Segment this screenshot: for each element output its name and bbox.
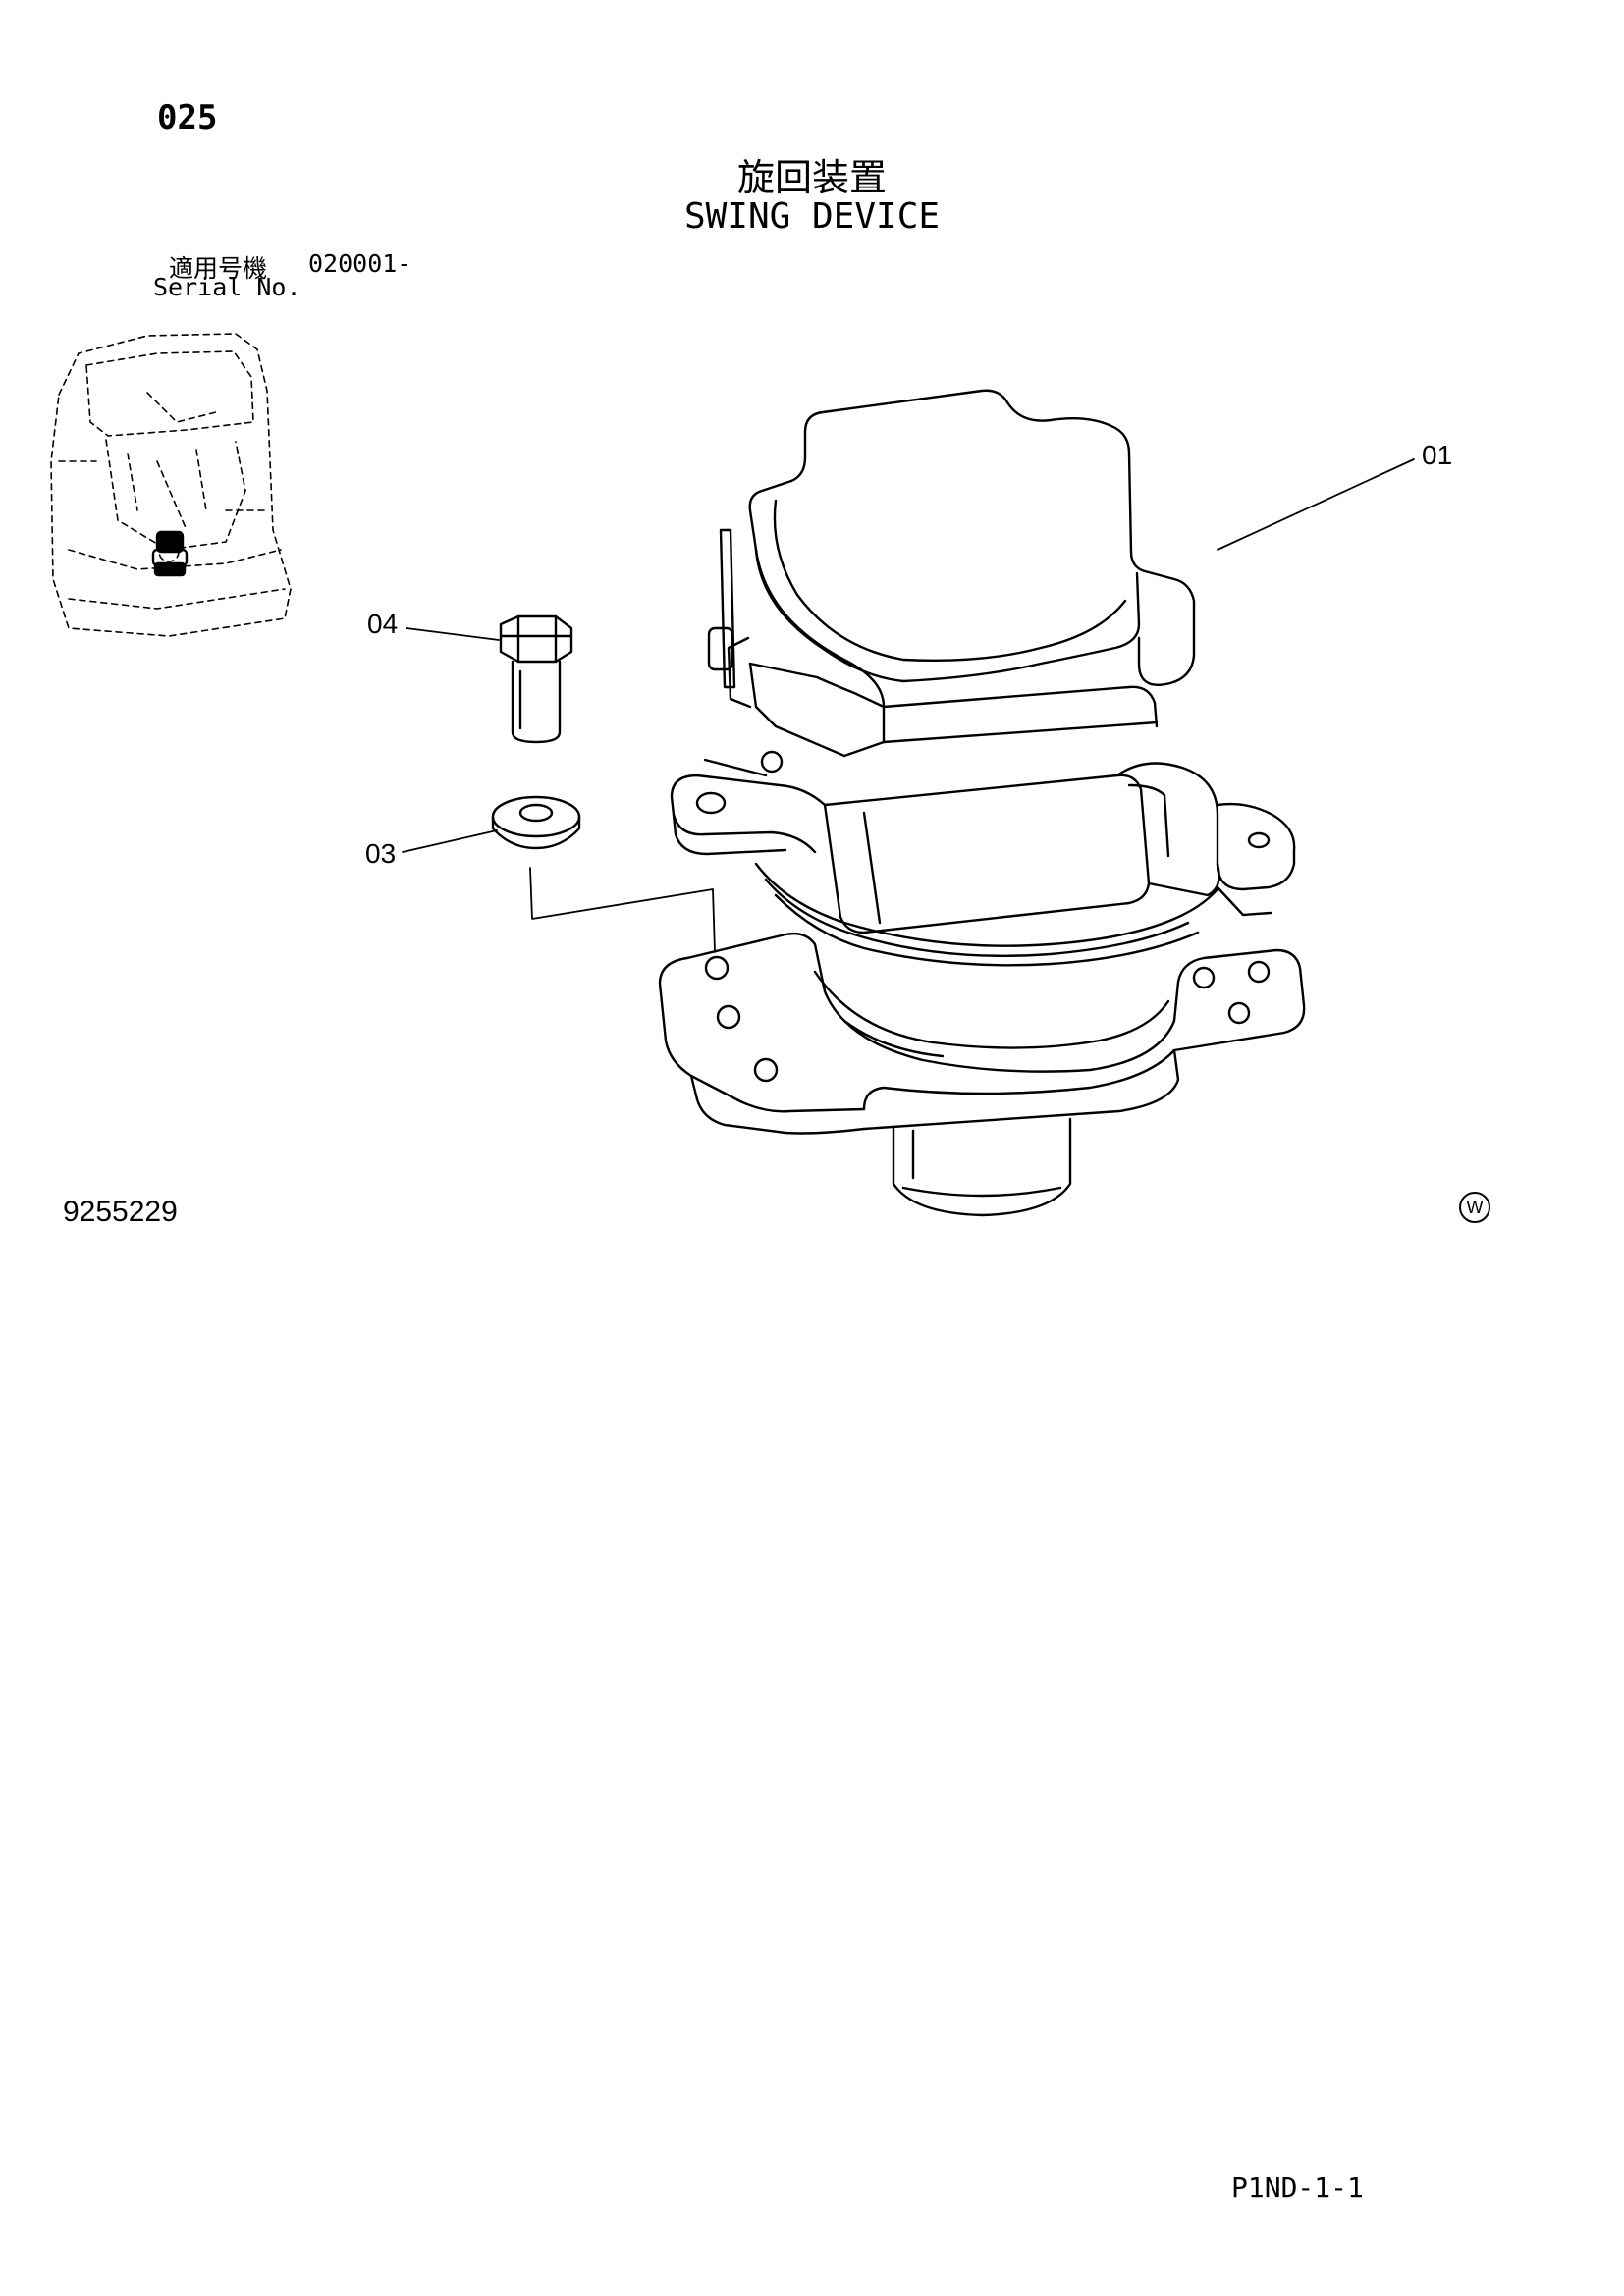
serial-label-japanese: 適用号機	[169, 254, 268, 283]
locator-highlight	[151, 530, 189, 577]
leader-lines	[402, 458, 1415, 953]
bolt-drawing	[499, 614, 573, 744]
circled-w-mark: W	[1459, 1192, 1490, 1223]
serial-label-english: Serial No.	[153, 273, 301, 301]
page-number: 025	[157, 98, 218, 137]
washer-drawing	[491, 795, 581, 850]
title-english: SWING DEVICE	[683, 196, 941, 237]
title-japanese: 旋回装置	[736, 156, 887, 199]
callout-04: 04	[367, 609, 399, 639]
machine-locator-icon	[50, 333, 292, 637]
serial-number: 020001-	[308, 249, 412, 278]
drawing-number: 9255229	[63, 1196, 178, 1228]
page-code: P1ND-1-1	[1231, 2171, 1364, 2204]
callout-03: 03	[365, 838, 397, 869]
swing-motor-drawing	[658, 389, 1306, 1217]
callout-01: 01	[1422, 440, 1453, 470]
